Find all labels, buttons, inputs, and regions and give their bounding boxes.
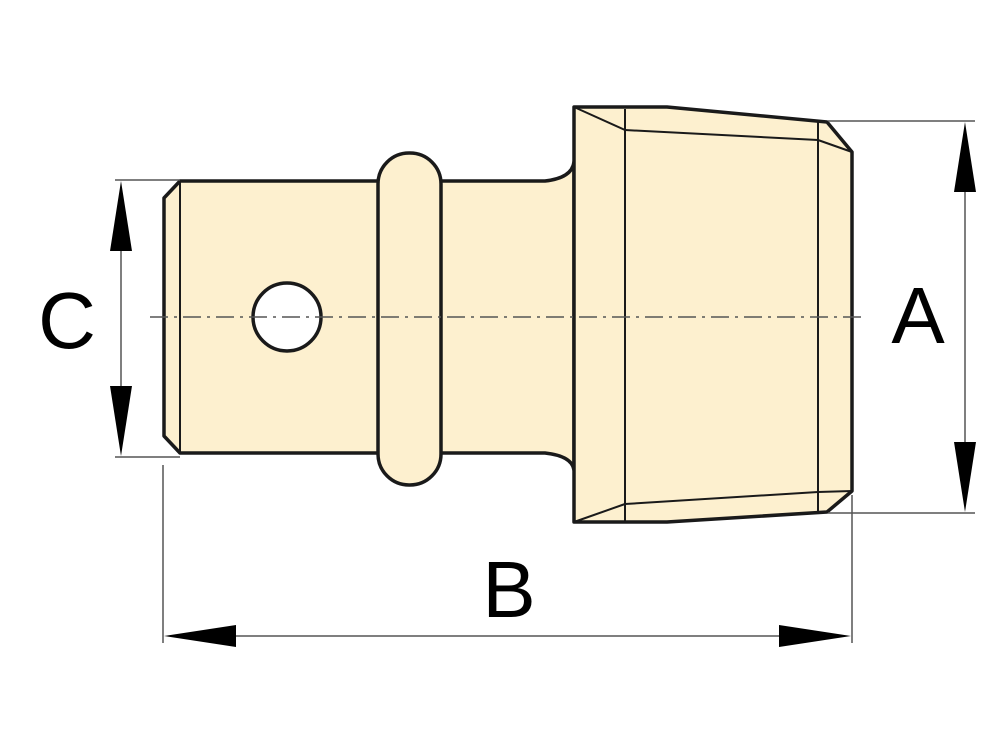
dimension-a-arrow-bottom xyxy=(954,442,976,512)
tapered-body xyxy=(572,105,854,524)
collar-ring xyxy=(376,151,443,487)
dimension-a-arrow-top xyxy=(954,122,976,192)
taper-right-chamfer-bottom xyxy=(817,490,853,493)
dimension-c-label: C xyxy=(38,276,96,365)
dimension-a-label: A xyxy=(891,271,945,360)
dimension-b xyxy=(164,625,851,647)
taper-chamfer-top xyxy=(573,106,626,131)
dimension-c xyxy=(110,181,132,456)
taper-chamfer-bottom xyxy=(573,503,626,523)
shank-part xyxy=(162,160,576,472)
taper-inner-top xyxy=(624,129,819,141)
taper-right-chamfer-top xyxy=(817,139,853,153)
dimension-b-arrow-left xyxy=(164,625,236,647)
tapered-body-outline xyxy=(572,105,854,524)
dimension-b-arrow-right xyxy=(779,625,851,647)
dimension-a xyxy=(954,122,976,512)
dimension-c-arrow-top xyxy=(110,181,132,251)
shank-body xyxy=(162,160,576,472)
dimension-b-label: B xyxy=(482,545,535,634)
taper-inner-bottom xyxy=(624,491,819,505)
dimension-c-arrow-bottom xyxy=(110,386,132,456)
